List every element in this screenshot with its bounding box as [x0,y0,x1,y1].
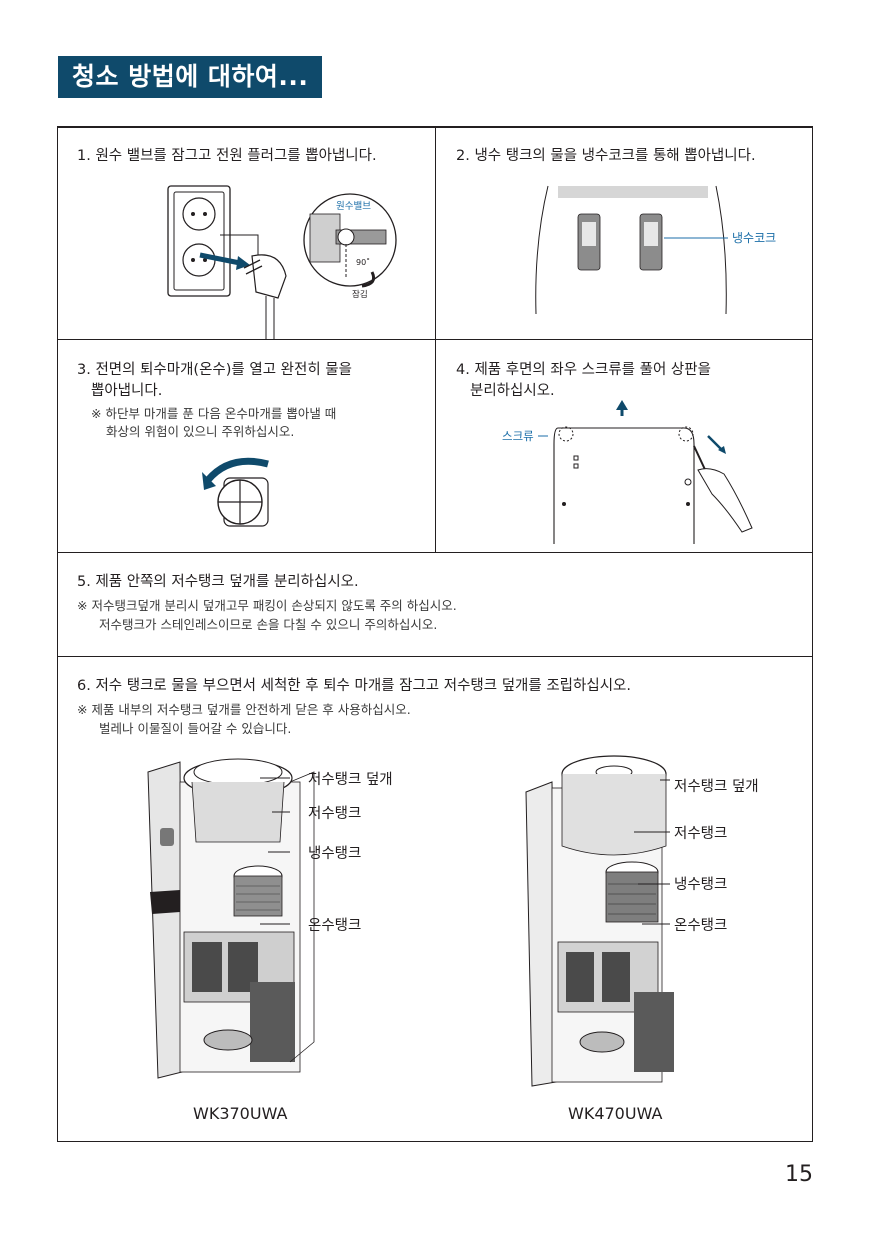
wk370-hot-tank-label: 온수탱크 [308,917,361,934]
step-5-text: 5. 제품 안쪽의 저수탱크 덮개를 분리하십시오. [77,574,359,590]
model-label-wk470uwa: WK470UWA [568,1104,663,1123]
wk370uwa-illustration: 저수탱크 덮개 저수탱크 냉수탱크 온수탱크 [147,758,393,1079]
step-6-note-line1: ※ 제품 내부의 저수탱크 덮개를 안전하게 닫은 후 사용하십시오. [77,702,411,717]
column-divider [435,128,436,552]
step-4-text-line1: 4. 제품 후면의 좌우 스크류를 풀어 상판을 [456,362,711,378]
step-4-text-line2: 분리하십시오. [470,383,555,399]
wk370-tank-cover-label: 저수탱크 덮개 [308,771,393,788]
cold-cock-illustration: 냉수코크 [535,185,776,315]
wk470uwa-illustration: 저수탱크 덮개 저수탱크 냉수탱크 온수탱크 [525,755,759,1087]
wk470-tank-label: 저수탱크 [674,825,727,842]
wk470-cold-tank-label: 냉수탱크 [674,876,727,893]
wk470-hot-tank-label: 온수탱크 [674,917,727,934]
page-number: 15 [785,1162,813,1187]
closed-label: 잠김 [352,289,368,300]
row-divider [58,552,812,553]
model-label-wk370uwa: WK370UWA [193,1104,288,1123]
step-3-note-line1: ※ 하단부 마개를 푼 다음 온수마개를 뽑아낼 때 [91,406,337,421]
step-6-text: 6. 저수 탱크로 물을 부으면서 세척한 후 퇴수 마개를 잠그고 저수탱크 … [77,678,631,694]
step-1-text: 1. 원수 밸브를 잠그고 전원 플러그를 뽑아냅니다. [77,148,377,164]
step-5-note-line2: 저수탱크가 스테인레스이므로 손을 다칠 수 있으니 주의하십시오. [99,617,438,632]
wk470-tank-cover-label: 저수탱크 덮개 [674,778,759,795]
step-3-text-line2: 뽑아냅니다. [91,383,163,399]
row-divider [58,656,812,657]
screw-label: 스크류 [502,429,534,443]
step-5-note-line1: ※ 저수탱크덮개 분리시 덮개고무 패킹이 손상되지 않도록 주의 하십시오. [77,598,457,613]
wk370-tank-label: 저수탱크 [308,805,361,822]
step-3-text-line1: 3. 전면의 퇴수마개(온수)를 열고 완전히 물을 [77,362,352,378]
drain-cap-illustration [202,457,269,527]
valve-label: 원수밸브 [336,201,371,212]
wk370-cold-tank-label: 냉수탱크 [308,845,361,862]
page-title: 청소 방법에 대하여... [58,56,323,98]
instruction-table [57,126,813,1142]
outlet-valve-illustration: 원수밸브 90˚ 잠김 [167,185,397,340]
step-3-note-line2: 화상의 위험이 있으니 주위하십시오. [106,424,295,439]
cold-cock-label: 냉수코크 [732,231,776,245]
step-6-note-line2: 벌레나 이물질이 들어갈 수 있습니다. [99,721,292,736]
top-panel-illustration: 스크류 [502,400,753,544]
angle-label: 90˚ [356,257,370,267]
step-2-text: 2. 냉수 탱크의 물을 냉수코크를 통해 뽑아냅니다. [456,148,756,164]
